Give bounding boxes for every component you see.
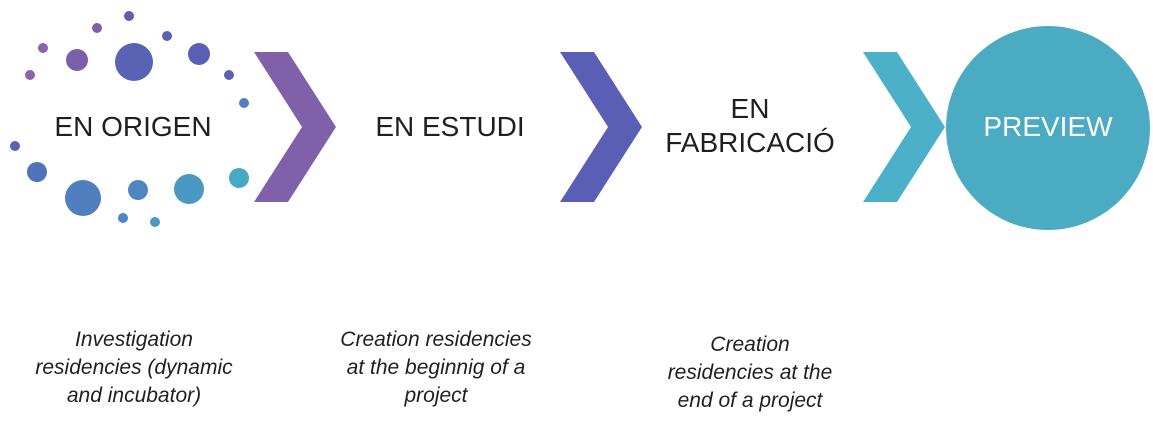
dot [229, 168, 249, 188]
stage-label-en-estudi: EN ESTUDI [375, 111, 525, 142]
description-line: residencies at the [667, 361, 833, 384]
description-line: at the beginnig of a [346, 356, 526, 379]
dot [92, 23, 102, 33]
dot [25, 70, 35, 80]
description-line: residencies (dynamic [35, 356, 233, 379]
chevron-right-icon [560, 52, 642, 202]
dot [118, 213, 128, 223]
description-line: Creation [710, 333, 790, 356]
stage-label-en-origen: EN ORIGEN [54, 111, 212, 142]
dot [115, 43, 153, 81]
chevron-right-icon [254, 52, 336, 202]
dot [162, 31, 172, 41]
dot [174, 174, 204, 204]
chevron-right-icon [863, 52, 945, 202]
dot-ring-icon [10, 11, 249, 227]
description-en-estudi: Creation residencies at the beginnig of … [304, 326, 568, 410]
description-line: Creation residencies [340, 328, 532, 351]
stage-label-line: EN [730, 93, 770, 124]
description-line: and incubator) [66, 384, 202, 407]
dot [10, 141, 20, 151]
dot [224, 70, 234, 80]
description-line: end of a project [677, 389, 823, 412]
description-en-fabricacio: Creation residencies at the end of a pro… [618, 331, 882, 415]
dot [128, 180, 148, 200]
stage-label-preview: PREVIEW [983, 111, 1113, 142]
dot [38, 43, 48, 53]
description-en-origen: Investigation residencies (dynamic and i… [0, 326, 268, 410]
description-line: project [404, 384, 468, 407]
stage-label-line: FABRICACIÓ [665, 127, 835, 158]
dot [27, 162, 47, 182]
preview-circle [946, 26, 1150, 230]
dot [239, 98, 249, 108]
dot [65, 180, 101, 216]
dot [150, 217, 160, 227]
stage-label-en-fabricacio: EN FABRICACIÓ [650, 92, 850, 160]
description-line: Investigation [75, 328, 193, 351]
dot [124, 11, 134, 21]
dot [66, 49, 88, 71]
dot [188, 43, 210, 65]
